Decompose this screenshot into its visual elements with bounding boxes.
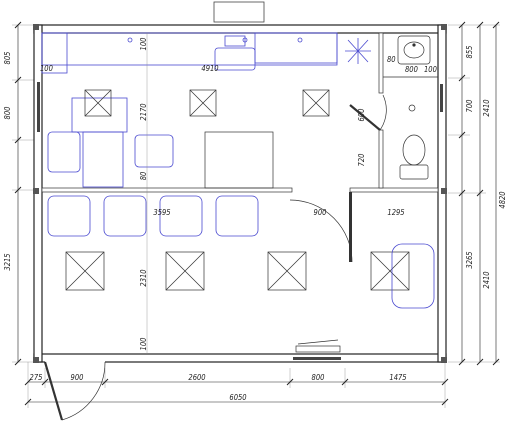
dim-inner-100-bottom: 100 bbox=[139, 338, 148, 351]
interior-partitions bbox=[41, 32, 439, 421]
dim-inner-720: 720 bbox=[357, 154, 366, 167]
dim-inner-800-bath: 800 bbox=[405, 65, 418, 74]
dim-bottom-1475: 1475 bbox=[389, 373, 406, 382]
dim-inner-900-door: 900 bbox=[314, 208, 327, 217]
dimension-lines bbox=[12, 21, 500, 408]
dim-inner-1295: 1295 bbox=[387, 208, 404, 217]
dim-inner-80-mid: 80 bbox=[139, 172, 148, 181]
furniture bbox=[41, 32, 435, 354]
dim-inner-100-bath: 100 bbox=[424, 65, 437, 74]
dim-inner-4910: 4910 bbox=[201, 64, 218, 73]
dim-bottom-2600: 2600 bbox=[188, 373, 205, 382]
dim-bottom-800: 800 bbox=[312, 373, 325, 382]
dim-inner-2170: 2170 bbox=[139, 103, 148, 120]
rooftop-unit bbox=[213, 1, 265, 23]
dim-right-700: 700 bbox=[465, 100, 474, 113]
dim-bottom-900: 900 bbox=[71, 373, 84, 382]
dim-inner-100-left: 100 bbox=[40, 64, 53, 73]
dim-inner-80-bath: 80 bbox=[387, 55, 396, 64]
dim-right-2410-b: 2410 bbox=[482, 271, 491, 288]
dim-bottom-275: 275 bbox=[30, 373, 43, 382]
dim-bottom-6050: 6050 bbox=[229, 393, 246, 402]
dim-left-800: 800 bbox=[3, 107, 12, 120]
dim-inner-3595: 3595 bbox=[153, 208, 170, 217]
dim-left-805: 805 bbox=[3, 52, 12, 65]
dim-inner-100-top: 100 bbox=[139, 38, 148, 51]
dim-right-855: 855 bbox=[465, 46, 474, 59]
dim-inner-2310: 2310 bbox=[139, 269, 148, 286]
dimension-labels: 805 800 3215 855 700 3265 2410 2410 4820… bbox=[3, 38, 507, 402]
dim-left-3215: 3215 bbox=[3, 253, 12, 270]
outer-walls bbox=[33, 24, 447, 363]
dim-right-2410-a: 2410 bbox=[482, 99, 491, 116]
dim-right-4820: 4820 bbox=[498, 191, 507, 208]
dim-inner-600: 600 bbox=[357, 109, 366, 122]
dim-right-3265: 3265 bbox=[465, 251, 474, 268]
